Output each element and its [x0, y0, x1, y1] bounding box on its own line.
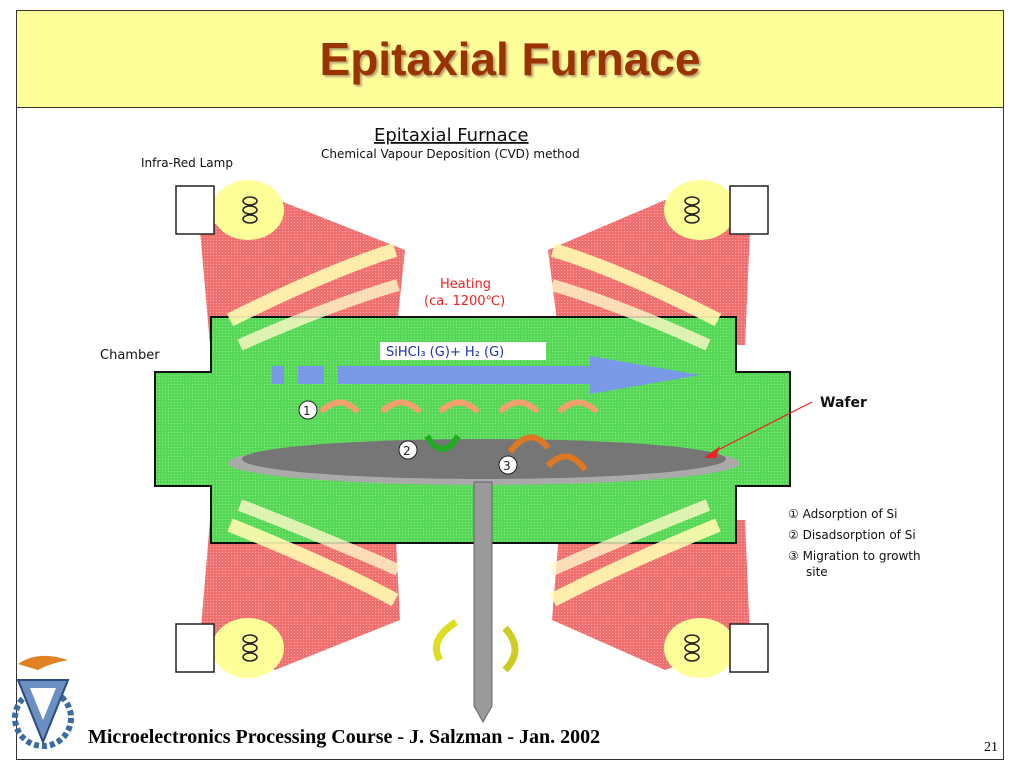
legend-item-3: ③ Migration to growth	[788, 549, 921, 563]
marker-3: 3	[498, 455, 518, 475]
infra-red-lamp-icon	[175, 180, 284, 240]
curved-arrow-icon	[320, 399, 359, 413]
gas-flow-arrow	[272, 356, 700, 394]
legend-item-2: ② Disadsorption of Si	[788, 528, 916, 542]
lamp-glow-bands	[226, 243, 722, 607]
curved-arrow-icon	[545, 453, 588, 472]
wafer-pointer-head	[704, 446, 720, 458]
lamp-label: Infra-Red Lamp	[141, 156, 233, 170]
svg-text:2: 2	[403, 444, 411, 458]
marker-1: 1	[298, 400, 318, 420]
curved-arrow-icon	[424, 434, 461, 452]
legend-item-1: ① Adsorption of Si	[788, 507, 897, 521]
infra-red-lamp-icon	[664, 180, 769, 240]
page-number: 21	[984, 740, 998, 755]
coil-icon	[684, 634, 700, 662]
slide-frame	[16, 108, 1004, 760]
gas-label-box	[380, 342, 546, 360]
rotation-arrow-icon	[433, 619, 458, 662]
curved-arrow-icon	[558, 399, 598, 413]
slide-title: Epitaxial Furnace	[319, 33, 701, 85]
curved-arrow-icon	[507, 434, 551, 454]
institute-logo-icon	[12, 655, 74, 749]
footer-text: Microelectronics Processing Course - J. …	[88, 726, 601, 748]
diagram-subheading: Chemical Vapour Deposition (CVD) method	[321, 147, 580, 161]
heating-temp: (ca. 1200℃)	[424, 294, 505, 309]
rotating-shaft	[473, 481, 493, 724]
marker-2: 2	[398, 440, 418, 460]
svg-text:3: 3	[503, 459, 511, 473]
curved-arrow-icon	[439, 399, 479, 413]
diagram-heading: Epitaxial Furnace	[374, 125, 529, 146]
curved-arrow-icon	[381, 399, 421, 413]
wafer-label: Wafer	[820, 395, 867, 411]
infra-red-lamp-icon	[175, 618, 284, 678]
wafer-pointer	[707, 401, 813, 456]
coil-icon	[684, 196, 700, 224]
wafer	[242, 439, 726, 479]
title-box: Epitaxial Furnace	[16, 10, 1004, 108]
curved-arrow-icon	[499, 399, 539, 413]
legend: ① Adsorption of Si ② Disadsorption of Si…	[788, 507, 921, 579]
infra-red-lamp-icon	[664, 618, 769, 678]
chamber-label: Chamber	[100, 348, 160, 363]
adsorption-arrows	[320, 399, 598, 413]
coil-icon	[242, 196, 258, 224]
legend-item-3-cont: site	[806, 565, 828, 579]
rotation-arrow-icon	[502, 625, 519, 673]
coil-icon	[242, 634, 258, 662]
heating-label: Heating	[440, 277, 491, 292]
svg-text:1: 1	[303, 404, 311, 418]
gas-label: SiHCl₃ (G)+ H₂ (G)	[386, 345, 504, 360]
